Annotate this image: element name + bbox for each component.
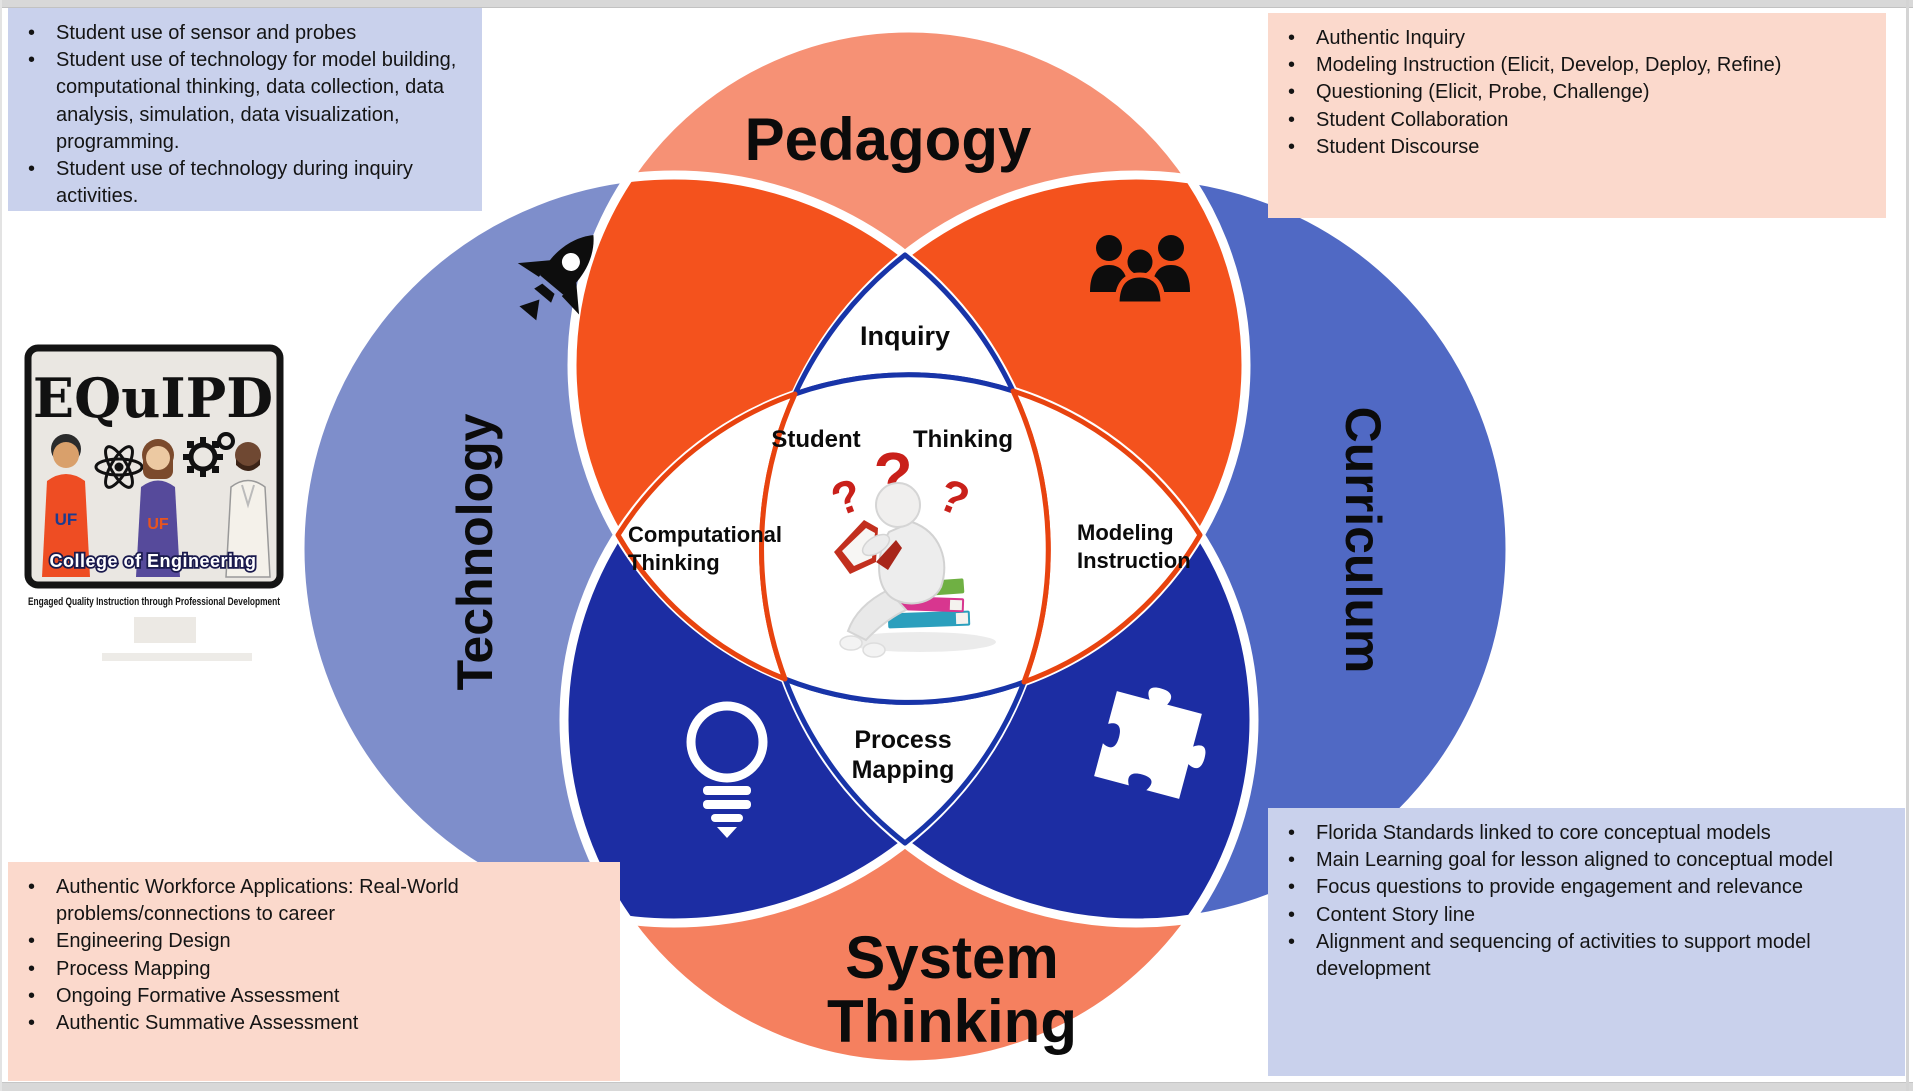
bullet-item: •Alignment and sequencing of activities … (1268, 929, 1891, 983)
bullet-item: •Student Discourse (1268, 134, 1872, 161)
bullet-glyph: • (28, 930, 36, 953)
equipd-logo: EQuIPD UF UF (24, 344, 284, 661)
computational-thinking-label-line1: Computational (628, 522, 782, 547)
process-mapping-label-line1: Process (854, 726, 951, 754)
slide-edge-bottom (0, 1082, 1913, 1091)
bullet-item: •Authentic Inquiry (1268, 25, 1872, 52)
bullet-glyph: • (1288, 54, 1296, 77)
svg-text:UF: UF (147, 516, 169, 533)
monitor-stand (134, 617, 196, 643)
bullet-glyph: • (28, 49, 36, 72)
bullet-item: •Process Mapping (8, 956, 606, 983)
textbox-technology-notes: •Student use of sensor and probes •Stude… (8, 8, 482, 211)
reading-figure (834, 482, 996, 658)
svg-text:UF: UF (55, 510, 78, 529)
process-mapping-label-line2: Mapping (852, 756, 955, 784)
textbox-curriculum-notes: •Florida Standards linked to core concep… (1268, 808, 1905, 1076)
bullet-item: •Ongoing Formative Assessment (8, 983, 606, 1010)
student-label: Student (771, 426, 860, 453)
rocket-icon (517, 235, 594, 321)
atom-icon (94, 445, 144, 489)
computational-thinking-label-line2: Thinking (628, 550, 720, 575)
bullet-item: •Student use of sensor and probes (8, 20, 468, 47)
group-icon (1090, 235, 1190, 307)
equipd-title: EQuIPD (33, 366, 273, 430)
textbox-pedagogy-notes: •Authentic Inquiry •Modeling Instruction… (1268, 13, 1886, 218)
bullet-item: •Questioning (Elicit, Probe, Challenge) (1268, 79, 1872, 106)
modeling-instruction-label-line1: Modeling (1077, 520, 1174, 545)
lightbulb-icon (686, 701, 768, 838)
bullet-glyph: • (1288, 930, 1296, 953)
bullet-item: •Content Story line (1268, 902, 1891, 929)
bullet-glyph: • (1288, 135, 1296, 158)
bullet-item: •Authentic Workforce Applications: Real-… (8, 874, 606, 928)
bullet-glyph: • (28, 957, 36, 980)
logo-person-right (225, 442, 271, 578)
slide-edge-left (0, 0, 2, 1091)
bullet-item: •Student use of technology for model bui… (8, 47, 468, 156)
bullet-glyph: • (1288, 903, 1296, 926)
bullet-glyph: • (28, 1011, 36, 1034)
logo-person-center: UF (136, 439, 180, 577)
bullet-glyph: • (28, 984, 36, 1007)
bullet-glyph: • (1288, 81, 1296, 104)
monitor-base (102, 653, 252, 661)
bullet-glyph: • (28, 157, 36, 180)
slide-edge-right (1906, 0, 1909, 1091)
system-thinking-label-line1: System (845, 924, 1058, 991)
system-thinking-label-line2: Thinking (827, 988, 1077, 1055)
bullet-item: •Authentic Summative Assessment (8, 1010, 606, 1037)
bullet-item: •Engineering Design (8, 928, 606, 955)
logo-person-left: UF (42, 434, 90, 577)
textbox-systemthinking-notes: •Authentic Workforce Applications: Real-… (8, 862, 620, 1081)
technology-label: Technology (447, 413, 503, 690)
thinking-label: Thinking (913, 426, 1013, 453)
pedagogy-label: Pedagogy (745, 106, 1032, 173)
bullet-item: •Main Learning goal for lesson aligned t… (1268, 847, 1891, 874)
inquiry-label: Inquiry (860, 321, 950, 351)
bullet-glyph: • (28, 876, 36, 898)
college-of-engineering-label: College of Engineering (49, 551, 256, 571)
puzzle-icon (1094, 687, 1206, 799)
bullet-glyph: • (1288, 27, 1296, 49)
slide-edge-top (0, 0, 1913, 8)
bullet-item: •Florida Standards linked to core concep… (1268, 820, 1891, 847)
bullet-item: •Focus questions to provide engagement a… (1268, 874, 1891, 901)
bullet-glyph: • (1288, 876, 1296, 899)
bullet-item: •Modeling Instruction (Elicit, Develop, … (1268, 52, 1872, 79)
bullet-glyph: • (28, 22, 36, 44)
logo-tagline: Engaged Quality Instruction through Prof… (28, 596, 280, 608)
modeling-instruction-label-line2: Instruction (1077, 548, 1191, 573)
bullet-glyph: • (1288, 849, 1296, 872)
gears-icon (183, 432, 235, 477)
curriculum-label: Curriculum (1335, 407, 1391, 674)
bullet-glyph: • (1288, 822, 1296, 844)
center-arcs (759, 372, 1051, 705)
bullet-item: •Student Collaboration (1268, 107, 1872, 134)
bullet-item: •Student use of technology during inquir… (8, 156, 468, 210)
bullet-glyph: • (1288, 108, 1296, 131)
